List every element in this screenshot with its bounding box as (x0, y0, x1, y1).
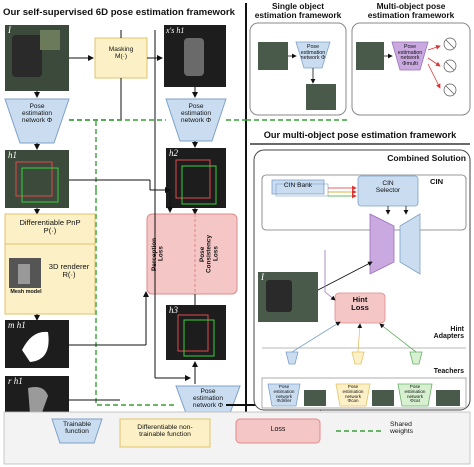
shared-weights-line-2 (95, 190, 176, 406)
student-net-left (369, 213, 395, 275)
hint-adapter-3 (409, 351, 423, 365)
teacher-cat (397, 383, 433, 407)
ours-input-label: I (261, 272, 264, 282)
legend-loss-swatch (235, 418, 321, 444)
hint-adapters-label: Hint Adapters (433, 326, 464, 341)
pose-net-bottom-label: Pose estimation network Φ (192, 388, 224, 409)
multi-panel-title: Multi-object pose estimation framework (367, 1, 455, 20)
render-label: r h1 (8, 376, 23, 386)
legend-trainable-swatch (51, 418, 103, 444)
h1-label: h1 (8, 150, 17, 160)
single-panel-title: Single object estimation framework (254, 1, 342, 20)
teacher-image-2 (372, 390, 394, 406)
legend-trainable-label: Trainable function (62, 421, 92, 436)
cin-bank-label: CIN Bank (283, 182, 313, 189)
teacher-cat-label: Pose estimation network Φcat (404, 384, 426, 404)
masked-label: x's h1 (166, 26, 185, 35)
combined-solution-label: Combined Solution (387, 153, 466, 163)
multi-net-label: Pose estimation network Φmulti (397, 44, 423, 68)
pose-net-left-label: Pose estimation network Φ (21, 103, 53, 124)
cin-selector-label: CIN Selector (375, 180, 401, 194)
pose-net-left (4, 98, 70, 144)
single-net-label: Pose estimation network Φ (300, 44, 326, 62)
h2-label: h2 (169, 148, 178, 158)
legend-shared-label: Shared weights (390, 421, 414, 436)
hint-adapter-2 (351, 351, 365, 365)
input-label: I (8, 25, 11, 35)
single-net (295, 41, 331, 69)
teacher-driller (267, 383, 301, 407)
multi-input-image (356, 42, 384, 70)
teachers-label: Teachers (433, 368, 464, 375)
loss-box (146, 213, 238, 295)
teacher-can-label: Pose estimation network Φcan (342, 384, 364, 404)
mask-label: m h1 (8, 320, 26, 330)
ours-panel-title: Our multi-object pose estimation framewo… (263, 130, 457, 140)
perception-loss-label: Perception Loss (151, 237, 165, 271)
legend-nontrainable-swatch (119, 418, 211, 448)
teacher-driller-label: Pose estimation network Φdriller (273, 384, 295, 404)
single-output-image (306, 84, 336, 110)
consistency-loss-label: Pose Consistency Loss (199, 235, 220, 274)
student-net-right (399, 213, 421, 275)
hint-adapter-1 (285, 351, 299, 365)
single-input-image (258, 42, 288, 70)
pose-net-mid-label: Pose estimation network Φ (180, 103, 212, 124)
hint-loss-box (334, 292, 386, 324)
hint-loss-label: Hint Loss (351, 295, 369, 312)
mesh-model-label: Mesh model (10, 289, 42, 295)
cin-label: CIN (430, 177, 444, 186)
legend-nontrainable-label: Differentiable non- trainable function (137, 424, 193, 439)
legend-loss-label: Loss (270, 426, 286, 433)
teacher-image-1 (304, 390, 326, 406)
h3-label: h3 (169, 305, 178, 315)
pnp-label: Differentiable PnP P(·) (19, 218, 81, 235)
renderer-label: 3D renderer R(·) (48, 262, 90, 279)
multi-net (391, 41, 429, 71)
cin-bank (271, 179, 325, 195)
teacher-image-3 (436, 390, 460, 406)
teacher-can (335, 383, 371, 407)
pose-net-mid (165, 98, 227, 142)
left-panel-title: Our self-supervised 6D pose estimation f… (3, 7, 235, 18)
masking-label: Masking M(·) (108, 46, 134, 60)
